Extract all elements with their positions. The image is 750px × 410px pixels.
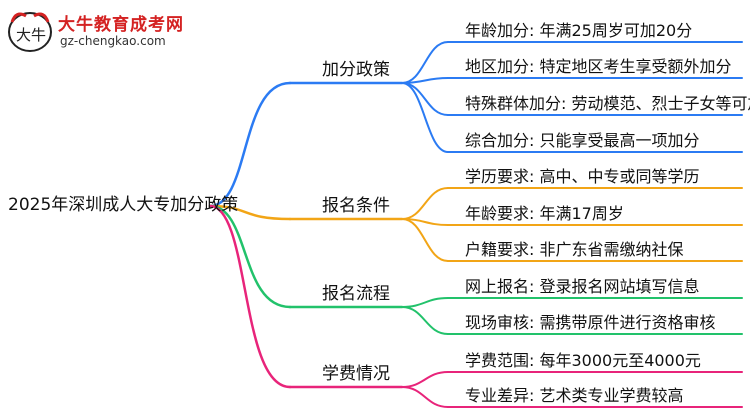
- branch-to-leaf-connector: [401, 386, 449, 408]
- watermark-url: gz-chengkao.com: [60, 34, 166, 48]
- bull-logo-icon: 大牛: [8, 12, 52, 52]
- branch-node: 报名流程: [322, 284, 390, 304]
- root-to-branch-connector: [208, 204, 292, 309]
- branch-to-leaf-connector: [401, 218, 449, 262]
- leaf-node: 综合加分: 只能享受最高一项加分: [465, 131, 700, 150]
- leaf-node: 专业差异: 艺术类专业学费较高: [465, 386, 684, 405]
- root-to-branch-connector: [208, 204, 292, 221]
- branch-to-leaf-connector: [401, 82, 449, 153]
- branch-to-leaf-connector: [401, 297, 449, 308]
- leaf-node: 网上报名: 登录报名网站填写信息: [465, 277, 700, 296]
- leaf-node: 学费范围: 每年3000元至4000元: [465, 351, 701, 370]
- branch-to-leaf-connector: [401, 306, 449, 335]
- branch-node: 学费情况: [322, 364, 390, 384]
- branch-to-leaf-connector: [401, 82, 449, 116]
- root-to-branch-connector: [208, 204, 292, 389]
- branch-to-leaf-connector: [401, 187, 449, 220]
- branch-node: 加分政策: [322, 60, 390, 80]
- leaf-node: 现场审核: 需携带原件进行资格审核: [465, 313, 716, 332]
- logo-glyph: 大牛: [16, 26, 46, 44]
- leaf-node: 地区加分: 特定地区考生享受额外加分: [465, 57, 732, 76]
- leaf-node: 年龄要求: 年满17周岁: [465, 204, 624, 223]
- watermark-title: 大牛教育成考网: [58, 15, 184, 35]
- leaf-node: 特殊群体加分: 劳动模范、烈士子女等可加分: [465, 94, 750, 113]
- watermark-logo: 大牛 大牛教育成考网 gz-chengkao.com: [6, 8, 306, 58]
- branch-to-leaf-connector: [401, 41, 449, 84]
- branch-node: 报名条件: [322, 196, 390, 216]
- leaf-node: 年龄加分: 年满25周岁可加20分: [465, 21, 693, 40]
- root-to-branch-connector: [208, 81, 292, 208]
- branch-to-leaf-connector: [401, 371, 449, 388]
- root-node: 2025年深圳成人大专加分政策: [8, 195, 239, 215]
- leaf-node: 户籍要求: 非广东省需缴纳社保: [465, 240, 684, 259]
- leaf-node: 学历要求: 高中、中专或同等学历: [465, 167, 700, 186]
